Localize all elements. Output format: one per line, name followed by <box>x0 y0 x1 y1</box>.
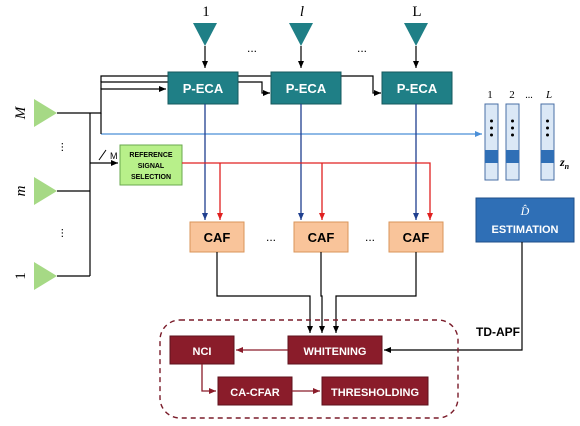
peca-label-3: P-ECA <box>397 81 438 96</box>
td-apf-label: TD-APF <box>476 325 520 339</box>
ref-label-line2: SIGNAL <box>138 163 165 170</box>
caf1-to-whitening <box>216 252 313 333</box>
left-antenna-dots-1: ... <box>52 142 66 152</box>
bus-to-peca-1 <box>90 86 166 114</box>
peca-block-3: P-ECA <box>381 71 453 105</box>
peca-label-2: P-ECA <box>286 81 327 96</box>
caf3-to-whitening <box>333 252 417 333</box>
left-antenna-dots-2: ... <box>52 228 66 238</box>
top-antenna-dots-2: ... <box>357 41 367 55</box>
vector-label-dots: ... <box>525 90 533 101</box>
vector-column-2 <box>505 103 520 181</box>
vector-label-L: L <box>545 89 552 101</box>
thresholding-block: THRESHOLDING <box>321 376 429 406</box>
top-antenna-dots-1: ... <box>247 41 257 55</box>
vector-column-1 <box>484 103 499 181</box>
caf-block-2: CAF <box>293 221 349 253</box>
estimation-to-whitening <box>384 242 523 353</box>
vector-z-label: zn <box>559 155 570 171</box>
whitening-block: WHITENING <box>287 335 383 365</box>
thresholding-label: THRESHOLDING <box>331 387 419 399</box>
left-antenna-m <box>34 177 90 205</box>
d-hat-label: D̂ <box>520 204 530 218</box>
caf-label-3: CAF <box>403 230 430 245</box>
peca-block-1: P-ECA <box>167 71 239 105</box>
left-antenna-label-m: m <box>13 185 29 196</box>
nci-label: NCI <box>193 346 212 358</box>
caf-dots-1: ... <box>266 230 276 244</box>
bus-to-peca-2 <box>100 81 270 96</box>
top-antenna-label-1: 1 <box>202 4 210 20</box>
top-antenna-label-l: l <box>300 4 304 20</box>
caf-label-1: CAF <box>204 230 231 245</box>
estimation-label: ESTIMATION <box>491 224 558 236</box>
top-antenna-label-L: L <box>412 4 421 20</box>
nci-block: NCI <box>169 335 235 365</box>
cacfar-block: CA-CFAR <box>217 376 293 406</box>
left-antenna-label-M: M <box>13 105 29 120</box>
vector-label-1: 1 <box>487 89 493 101</box>
caf-dots-2: ... <box>365 230 375 244</box>
cacfar-label: CA-CFAR <box>230 387 280 399</box>
top-antenna-L <box>404 23 428 68</box>
peca-block-2: P-ECA <box>270 71 342 105</box>
bus-to-peca-3 <box>100 75 381 96</box>
d-estimation-block: D̂ ESTIMATION <box>475 197 575 243</box>
peca-label-1: P-ECA <box>183 81 224 96</box>
left-antenna-1 <box>34 262 90 290</box>
nci-to-cacfar <box>201 364 216 394</box>
z-vectors: 1 2 ... L zn <box>484 89 570 181</box>
td-apf-group <box>159 319 459 419</box>
ref-to-caf3 <box>182 162 433 220</box>
caf-block-1: CAF <box>189 221 245 253</box>
caf-label-2: CAF <box>308 230 335 245</box>
vector-column-L <box>540 103 555 181</box>
whitening-label: WHITENING <box>304 346 367 358</box>
ref-label-line3: SELECTION <box>131 174 171 181</box>
left-antenna-M <box>34 99 90 127</box>
caf2-to-whitening <box>319 252 325 333</box>
bus-slash <box>98 149 107 161</box>
bus-width-label: M <box>110 151 118 161</box>
top-antenna-l <box>289 23 313 68</box>
vector-label-2: 2 <box>509 89 515 101</box>
ref-label-line1: REFERENCE <box>129 152 173 159</box>
reference-signal-selection-block: REFERENCE SIGNAL SELECTION <box>119 144 183 186</box>
top-antenna-1 <box>193 23 217 68</box>
left-antenna-label-1: 1 <box>13 272 29 280</box>
caf-block-3: CAF <box>388 221 444 253</box>
